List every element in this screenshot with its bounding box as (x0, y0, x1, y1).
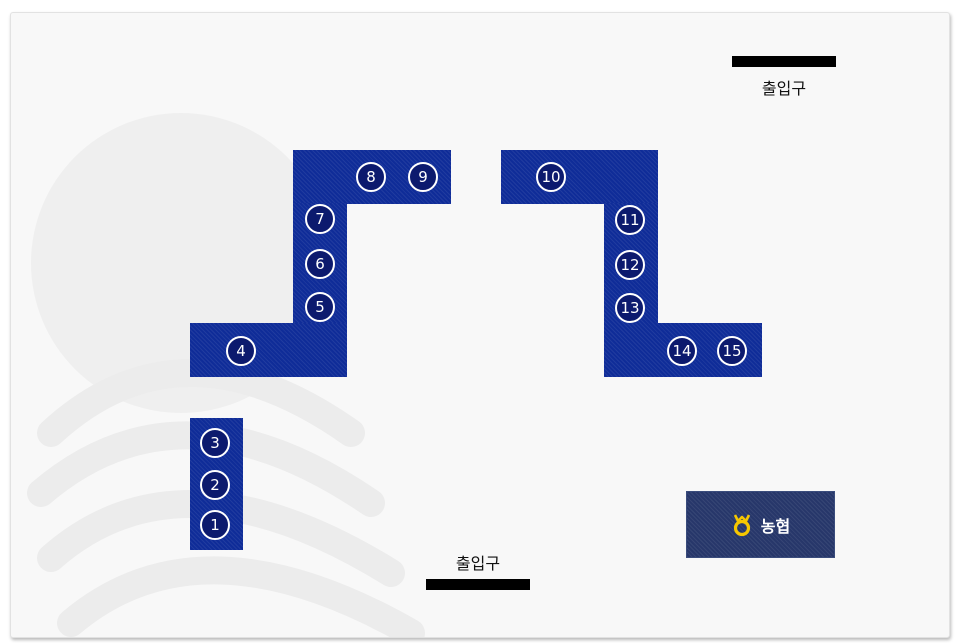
booth-7[interactable]: 7 (305, 204, 335, 234)
booth-12[interactable]: 12 (615, 250, 645, 280)
booth-8[interactable]: 8 (356, 162, 386, 192)
booth-9[interactable]: 9 (408, 162, 438, 192)
booth-15[interactable]: 15 (717, 336, 747, 366)
venue-map: 출입구 출입구 1 2 3 4 5 6 7 8 9 10 11 12 13 14… (10, 12, 950, 638)
booth-2[interactable]: 2 (200, 470, 230, 500)
entrance-top-label: 출입구 (761, 79, 807, 98)
booth-4[interactable]: 4 (226, 336, 256, 366)
booth-1[interactable]: 1 (200, 510, 230, 540)
booth-6[interactable]: 6 (305, 249, 335, 279)
entrance-bottom-label: 출입구 (455, 554, 501, 573)
nonghyup-label: 농협 (760, 516, 791, 536)
booth-14[interactable]: 14 (667, 336, 697, 366)
nonghyup-logo-icon (733, 513, 750, 536)
booth-block-b-bottom (190, 323, 347, 377)
booth-3[interactable]: 3 (200, 428, 230, 458)
booth-13[interactable]: 13 (615, 293, 645, 323)
booth-5[interactable]: 5 (305, 292, 335, 322)
entrance-bottom-bar (426, 579, 530, 590)
booth-10[interactable]: 10 (536, 162, 566, 192)
nonghyup-bank[interactable]: 농협 (686, 491, 835, 558)
booth-11[interactable]: 11 (615, 205, 645, 235)
entrance-top-bar (732, 56, 836, 67)
booth-block-c-top (501, 150, 658, 204)
